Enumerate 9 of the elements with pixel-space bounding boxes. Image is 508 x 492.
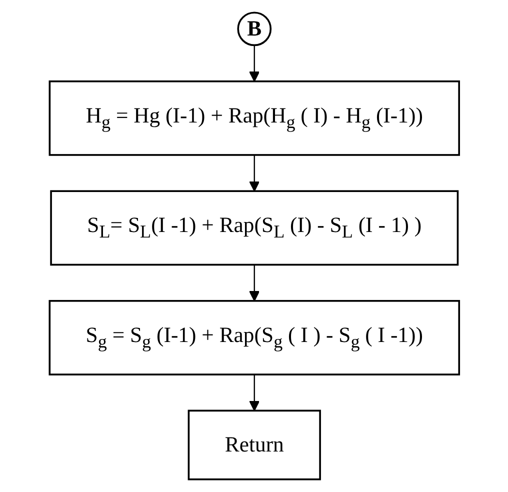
node-box: S$_{g}$ = S$_{g}$ (I-1) + Rap(S$_{g}$ ( I ) - S$_{g}$ ( I -1)) — [48, 300, 460, 376]
arrow — [248, 154, 260, 192]
node-circle: B — [236, 12, 272, 46]
arrow — [248, 264, 260, 302]
node-box: H$_{g}$ = Hg (I-1) + Rap(H$_{g}$ ( I) - H$_{g}$ (I-1)) — [48, 80, 460, 156]
arrow — [248, 374, 260, 412]
node-box: Return — [187, 410, 321, 480]
arrow — [248, 45, 260, 82]
node-box: S$_{L}$= S$_{L}$(I -1) + Rap(S$_{L}$ (I) - S$_{L}$ (I - 1) ) — [50, 190, 458, 266]
